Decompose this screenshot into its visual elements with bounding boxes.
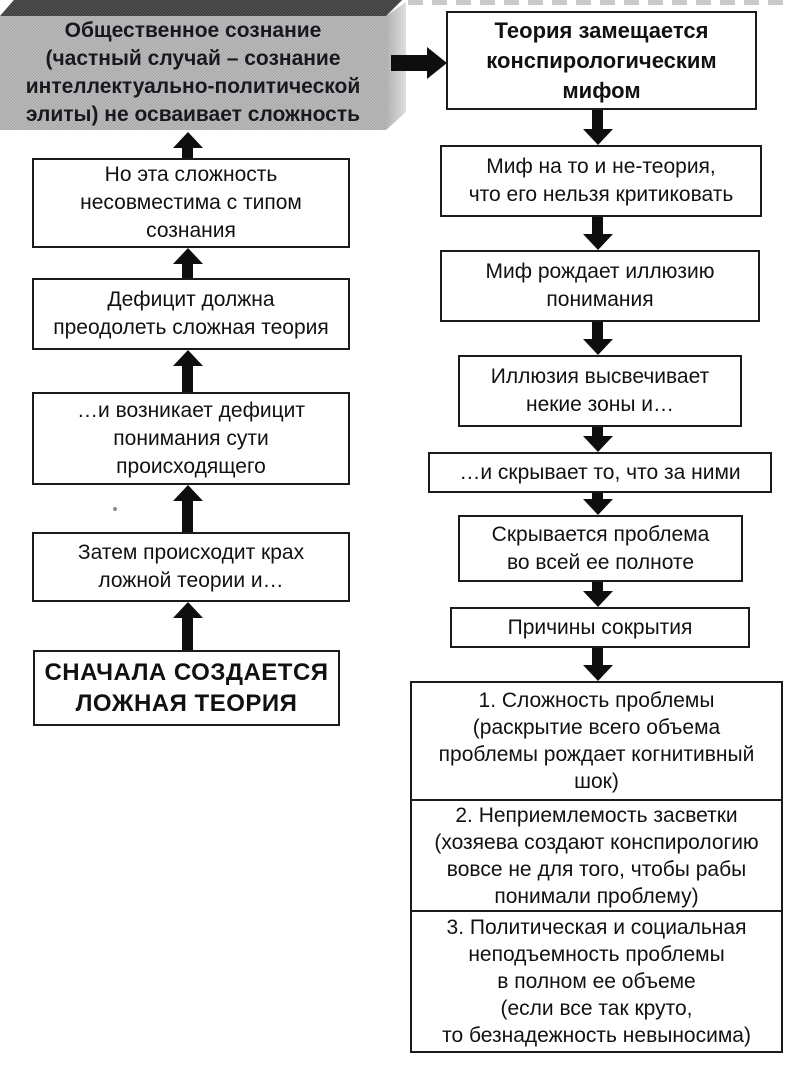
arrow-shaft [592,493,603,502]
arrow-down-icon [583,582,613,607]
flow-box-illusion-highlights: Иллюзия высвечивает некие зоны и… [458,355,742,427]
arrow-head [427,47,447,79]
arrow-head [583,665,613,681]
arrow-head [583,499,613,515]
arrow-head [583,436,613,452]
arrow-shaft [592,582,603,594]
arrow-shaft [592,217,603,237]
arrow-head [583,129,613,145]
flow-box-false-theory-created: СНАЧАЛА СОЗДАЕТСЯ ЛОЖНАЯ ТЕОРИЯ [33,650,340,726]
scan-dot [113,507,117,511]
reason-item-complexity: 1. Сложность проблемы (раскрытие всего о… [438,689,755,793]
arrow-shaft [592,110,603,132]
flow-box-complexity-incompatible: Но эта сложность несовместима с типом со… [32,158,350,248]
public-consciousness-text: Общественное сознание (частный случай – … [25,19,361,126]
arrow-head [583,234,613,250]
flow-box-myth-illusion: Миф рождает иллюзию понимания [440,250,760,322]
arrow-head [173,602,203,618]
arrow-down-icon [583,322,613,355]
arrow-down-icon [583,217,613,250]
arrow-head [583,339,613,355]
arrow-shaft [182,498,193,532]
arrow-shaft [182,363,193,392]
arrow-head [173,132,203,148]
arrow-shaft [182,615,193,650]
arrow-right-icon [391,47,447,79]
box-3d-front-face: Общественное сознание (частный случай – … [0,16,386,130]
box-3d-top-face [0,0,402,16]
arrow-shaft [391,55,428,71]
reason-item-unliftable: 3. Политическая и социальная неподъемнос… [412,910,781,1051]
arrow-shaft [182,145,193,158]
arrow-up-icon [173,602,203,650]
arrow-head [173,350,203,366]
arrow-down-icon [583,110,613,145]
arrow-shaft [592,648,603,668]
flow-box-understanding-deficit: …и возникает дефицит понимания сути прои… [32,392,350,485]
arrow-head [583,591,613,607]
flow-box-deficit-overcome: Дефицит должна преодолеть сложная теория [32,278,350,350]
arrow-down-icon [583,427,613,452]
public-consciousness-box: Общественное сознание (частный случай – … [0,0,408,132]
arrow-up-icon [173,132,203,158]
flow-box-hides-behind: …и скрывает то, что за ними [428,452,772,493]
scan-noise-strip [408,0,790,5]
arrow-head [173,485,203,501]
reason-item-exposure: 2. Неприемлемость засветки (хозяева созд… [412,799,781,910]
arrow-shaft [592,322,603,342]
arrow-up-icon [173,248,203,278]
arrow-up-icon [173,485,203,532]
arrow-head [173,248,203,264]
arrow-up-icon [173,350,203,392]
arrow-down-icon [583,648,613,681]
arrow-down-icon [583,493,613,515]
hiding-reasons-list-box: 1. Сложность проблемы (раскрытие всего о… [410,681,783,1053]
arrow-shaft [182,261,193,278]
arrow-shaft [592,427,603,439]
flow-box-myth-not-theory: Миф на то и не-теория, что его нельзя кр… [440,145,762,217]
flow-box-hiding-reasons: Причины сокрытия [450,607,750,648]
flow-box-false-theory-crash: Затем происходит крах ложной теории и… [32,532,350,602]
flow-box-theory-replaced-by-myth: Теория замещается конспирологическим миф… [446,11,757,110]
flow-box-problem-hidden: Скрывается проблема во всей ее полноте [458,515,743,582]
